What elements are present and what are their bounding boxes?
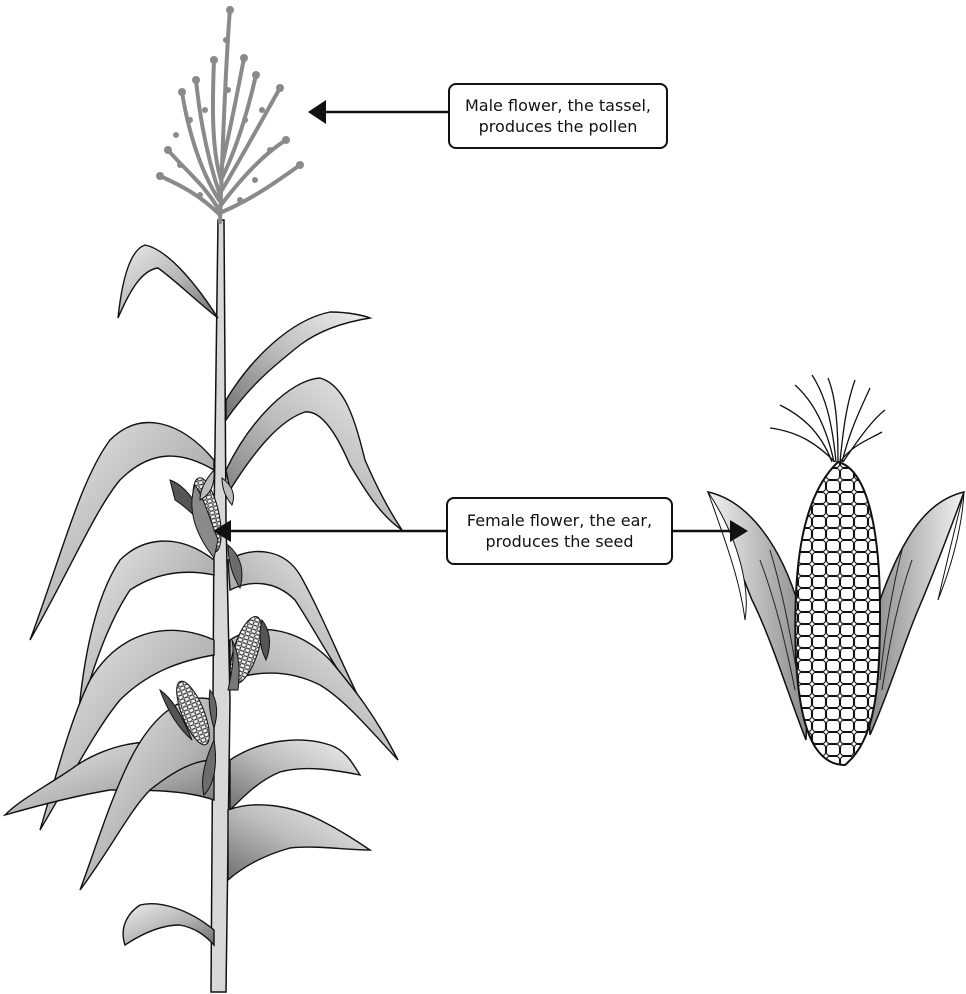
leaves-right [226, 312, 402, 880]
arrow-ear-left [213, 520, 446, 542]
corn-silk [770, 375, 885, 462]
callout-ear: Female flower, the ear, produces the see… [446, 497, 673, 565]
callout-ear-line1: Female flower, the ear, [467, 510, 652, 531]
callout-tassel-line2: produces the pollen [479, 116, 638, 137]
callout-tassel-line1: Male flower, the tassel, [465, 95, 651, 116]
tassel [160, 8, 300, 222]
callout-ear-line2: produces the seed [485, 531, 633, 552]
stalk [211, 220, 230, 992]
callout-tassel: Male flower, the tassel, produces the po… [448, 83, 668, 149]
ear-detail [708, 375, 964, 765]
arrow-tassel [308, 100, 448, 124]
leaves-left [5, 245, 218, 945]
